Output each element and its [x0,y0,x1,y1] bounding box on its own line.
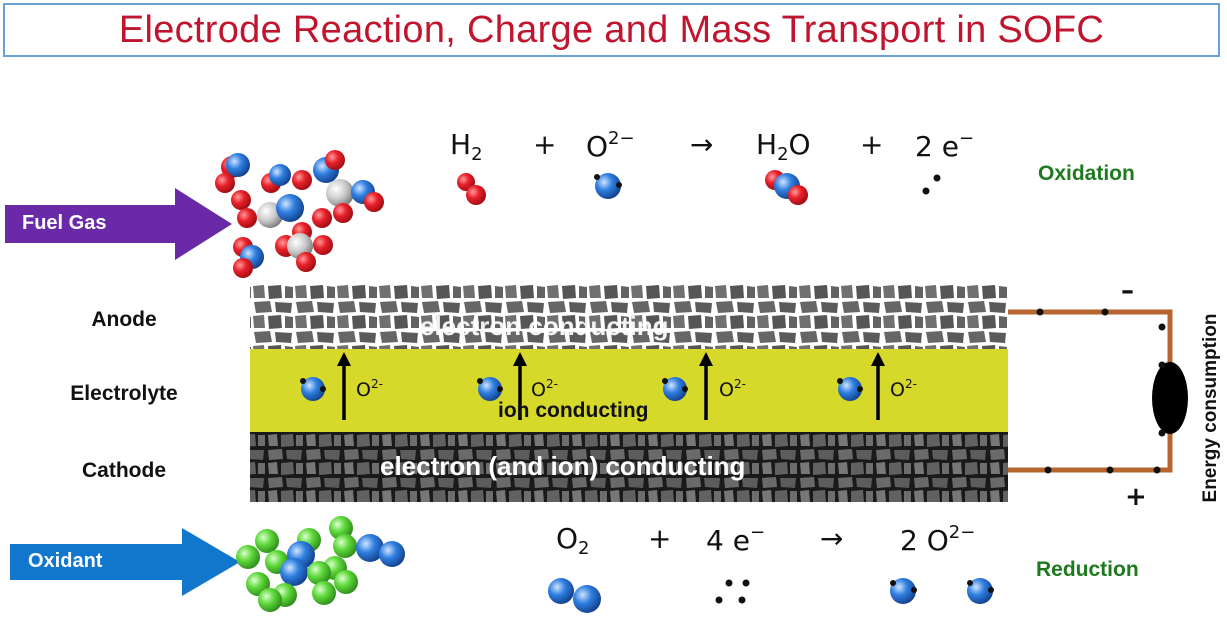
ion-arrow-1 [300,352,351,420]
oxidation-term-electrons: 2 e− [915,128,975,163]
energy-consumption-label: Energy consumption [1200,313,1221,502]
oxidation-term-o2-ion: O2− [586,128,635,163]
load-resistor [1152,362,1188,434]
oxidation-molecules [457,170,941,205]
anode-label: Anode [91,308,157,331]
oxidation-plus-2: + [860,128,884,161]
ion-migration [300,352,885,420]
plus-terminal: + [1125,482,1147,512]
oxidant-arrow [10,528,240,596]
fuel-molecule-cluster [215,150,384,278]
ion-arrow-2 [477,352,527,420]
external-circuit [1008,308,1188,474]
oxidation-plus-1: + [533,128,557,161]
ion-arrow-4 [837,352,885,420]
reduction-label: Reduction [1036,558,1139,581]
electrolyte-label: Electrolyte [70,382,178,405]
ion-label-4: O2- [890,377,917,401]
oxidation-arrow: → [690,128,714,161]
ion-label-2: O2- [531,377,558,401]
ion-label-1: O2- [356,377,383,401]
title-box: Electrode Reaction, Charge and Mass Tran… [3,3,1220,57]
cathode-layer [250,432,1008,502]
reduction-term-o2-ions: 2 O2− [900,522,976,557]
oxidation-label: Oxidation [1038,162,1135,185]
reduction-arrow: → [820,522,844,555]
reduction-term-electrons: 4 e− [706,522,766,557]
cathode-label: Cathode [82,459,166,482]
oxidation-term-h2o: H2O [756,128,811,165]
reduction-molecules [548,578,994,613]
ion-label-3: O2- [719,377,746,401]
ion-arrow-3 [662,352,713,420]
reduction-plus: + [648,522,672,555]
minus-terminal: – [1121,276,1134,306]
fuel-gas-label: Fuel Gas [22,212,107,234]
oxidant-molecule-cluster [236,516,405,612]
oxidant-label: Oxidant [28,550,103,572]
diagram-title: Electrode Reaction, Charge and Mass Tran… [118,8,1105,51]
anode-text: electron conducting [420,311,669,341]
reduction-term-o2: O2 [556,522,590,559]
anode-layer [250,283,1008,349]
oxidation-term-h2: H2 [450,128,483,165]
electrolyte-text: ion conducting [498,399,649,422]
cathode-text: electron (and ion) conducting [380,451,746,481]
fuel-gas-arrow [5,188,232,260]
